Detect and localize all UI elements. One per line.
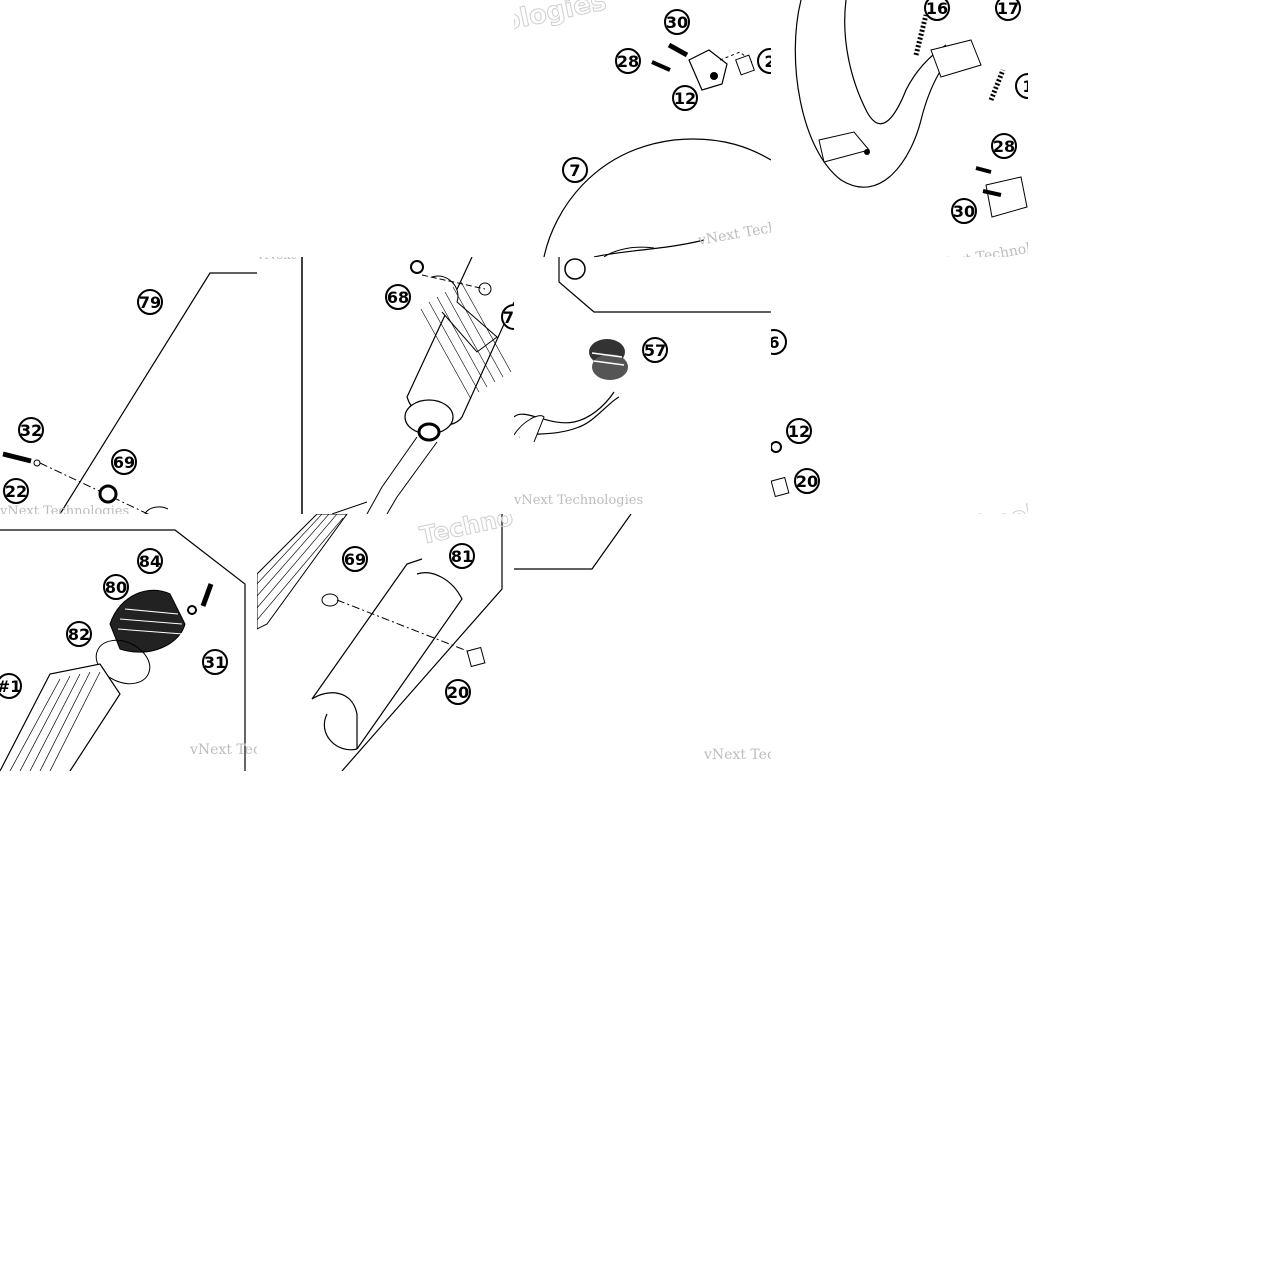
callout-81: 81: [449, 543, 475, 569]
svg-text:12: 12: [788, 422, 810, 441]
svg-text:57: 57: [644, 341, 666, 360]
tile-mid-right: vNext Technologies 57: [514, 257, 771, 514]
watermark: vNext: [257, 257, 297, 263]
callout-80: 80: [103, 574, 129, 600]
svg-text:31: 31: [204, 653, 226, 672]
svg-text:80: 80: [105, 578, 127, 597]
callout-30: 30: [664, 9, 690, 35]
watermark: Technologies: [931, 484, 1028, 514]
watermark: vNext Technologies: [696, 209, 771, 249]
svg-text:68: 68: [387, 288, 409, 307]
svg-text:16: 16: [926, 0, 948, 18]
watermark: vNext Technologies: [703, 747, 771, 763]
svg-text:81: 81: [451, 547, 473, 566]
tile-top-right: vNext Technologies 16 17 1 28 30: [771, 0, 1028, 257]
tile-mid-left: vNext Technologies vNext Technologies 79…: [0, 257, 257, 514]
callout-12: 12: [672, 85, 698, 111]
clip-hardware-drawing: Technologies 6 12 20: [771, 329, 1028, 514]
tile-mid-far-right: Technologies 6 12 20: [771, 257, 1028, 514]
callout-17: 17: [995, 0, 1021, 21]
joint-pipe-drawing: vNext Technologies 57: [514, 257, 771, 508]
callout-16: 16: [924, 0, 950, 21]
callout-28: 28: [991, 133, 1017, 159]
svg-text:30: 30: [666, 13, 688, 32]
svg-text:2: 2: [764, 52, 771, 71]
callout-31: 31: [202, 649, 228, 675]
svg-text:20: 20: [796, 472, 818, 491]
callout-82: 82: [66, 621, 92, 647]
svg-text:12: 12: [674, 89, 696, 108]
svg-text:79: 79: [139, 293, 161, 312]
heat-shield-drawing: Technologies 69 81 20: [257, 514, 514, 771]
callout-20: 20: [794, 468, 820, 494]
watermark: vNext Technologies: [0, 504, 129, 514]
callout-32: 32: [18, 417, 44, 443]
svg-text:7: 7: [569, 161, 580, 180]
callout-1: 1: [1015, 73, 1028, 99]
callout-1-hash: #1: [0, 673, 22, 699]
callout-6: 6: [771, 329, 787, 355]
callout-68: 68: [385, 284, 411, 310]
svg-text:28: 28: [993, 137, 1015, 156]
svg-text:20: 20: [447, 683, 469, 702]
callout-30: 30: [951, 198, 977, 224]
callout-84: 84: [137, 548, 163, 574]
svg-text:#1: #1: [0, 677, 21, 696]
svg-text:69: 69: [344, 550, 366, 569]
tile-bottom-left: vNext Technologies 84 80 82 31 #1: [0, 514, 257, 771]
svg-text:70: 70: [503, 308, 514, 327]
tile-mid-center: vNext 68 70: [257, 257, 514, 514]
svg-text:30: 30: [953, 202, 975, 221]
svg-text:32: 32: [20, 421, 42, 440]
callout-69: 69: [342, 546, 368, 572]
callout-2: 2: [757, 48, 771, 74]
svg-text:17: 17: [997, 0, 1019, 18]
callout-28: 28: [615, 48, 641, 74]
exhaust-bracket-drawing: Technologies vNext Technologies 30 28 12…: [514, 0, 771, 257]
svg-text:6: 6: [771, 333, 780, 352]
watermark: vNext Technologies: [189, 742, 257, 758]
callout-57: 57: [642, 337, 668, 363]
svg-text:82: 82: [68, 625, 90, 644]
watermark: vNext Technologies: [928, 234, 1028, 257]
muffler-mount-drawing: vNext Technologies vNext Technologies 79…: [0, 272, 257, 514]
leader-line-fragment: vNext Technologies: [514, 514, 771, 763]
svg-text:28: 28: [617, 52, 639, 71]
watermark: Technologies: [514, 0, 609, 55]
tile-top-middle: Technologies vNext Technologies 30 28 12…: [514, 0, 771, 257]
silencer-body-drawing: vNext 68 70: [257, 257, 514, 514]
svg-text:22: 22: [5, 482, 27, 501]
callout-70: 70: [501, 304, 514, 330]
header-pipe-drawing: vNext Technologies 16 17 1 28 30: [794, 0, 1028, 257]
tile-bottom-center: Technologies 69 81 20: [257, 514, 514, 771]
end-cap-drawing: vNext Technologies 84 80 82 31 #1: [0, 529, 257, 771]
callout-12: 12: [786, 418, 812, 444]
tile-bottom-right-fragment: vNext Technologies: [514, 514, 771, 771]
callout-79: 79: [137, 289, 163, 315]
svg-text:1: 1: [1022, 77, 1028, 96]
svg-text:84: 84: [139, 552, 161, 571]
callout-22: 22: [3, 478, 29, 504]
callout-7: 7: [562, 157, 588, 183]
svg-text:69: 69: [113, 453, 135, 472]
watermark: vNext Technologies: [514, 493, 643, 508]
callout-69: 69: [111, 449, 137, 475]
callout-20: 20: [445, 679, 471, 705]
